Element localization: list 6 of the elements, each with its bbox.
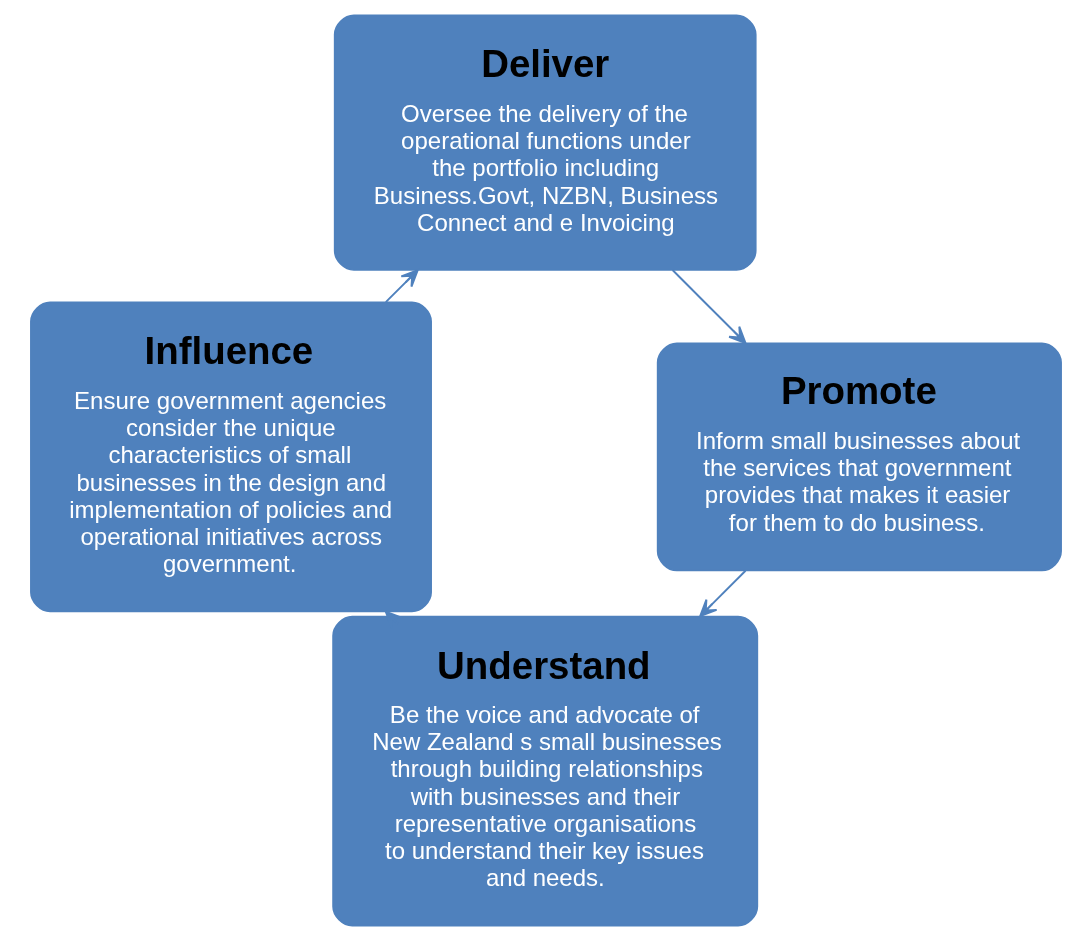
arrow [384,268,419,303]
arrow [698,569,746,617]
node-box: Promote Inform small businesses about the services that government provides that makes it easier for them to do business. [656,341,1062,571]
arrow [671,268,746,344]
node-box: Deliver Oversee the delivery of the operational functions under the portfolio including Business.Govt, NZBN, Business Connect and e Invoicing [333,14,757,271]
node-box: Influence Ensure government agencies consider the unique characteristics of small businesses in the design and implementation of policies and operational initiatives across government. [29,301,432,612]
